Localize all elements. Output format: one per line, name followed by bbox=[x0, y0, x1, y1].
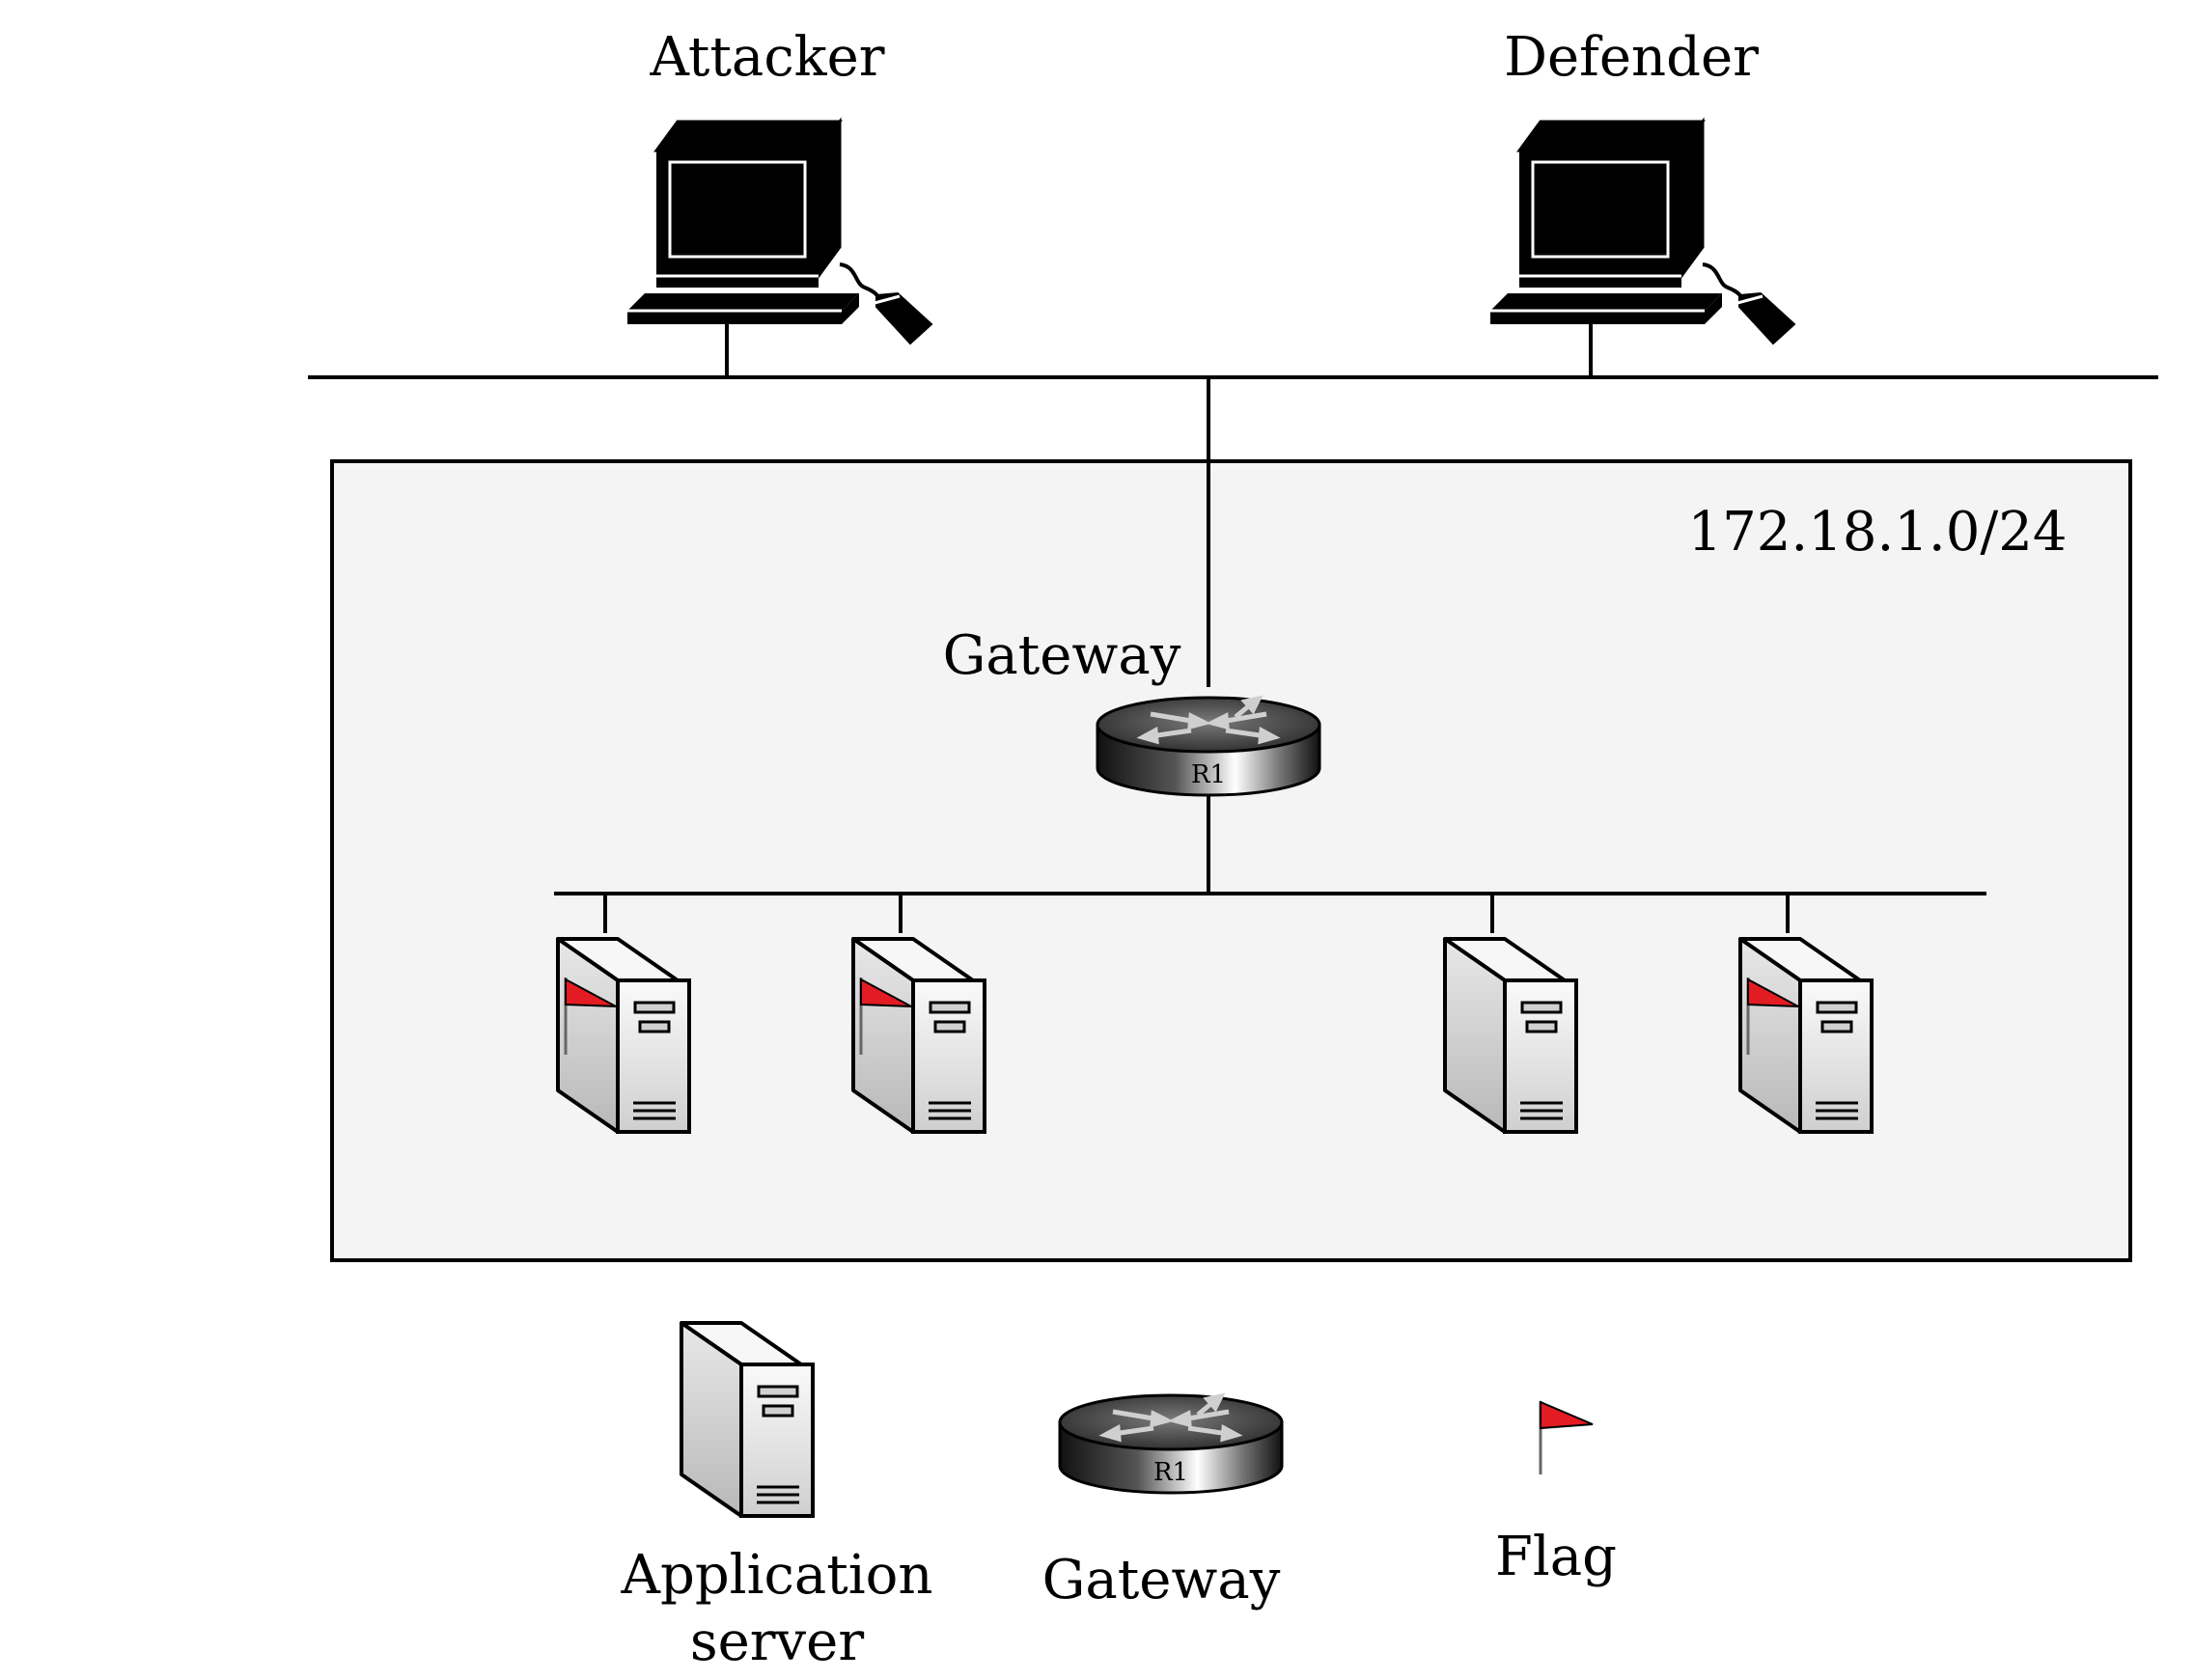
subnet-label: 172.18.1.0/24 bbox=[1688, 501, 2068, 564]
gateway-label: Gateway bbox=[943, 624, 1181, 687]
legend-gateway-label: Gateway bbox=[1042, 1549, 1281, 1611]
gateway-router: R1 bbox=[1097, 698, 1319, 795]
legend: Application server R1 Gateway Flag bbox=[621, 1321, 1617, 1673]
legend-server-label-line2: server bbox=[690, 1611, 864, 1673]
legend-server-label-line1: Application bbox=[621, 1544, 933, 1607]
legend-flag-icon bbox=[1539, 1400, 1594, 1474]
legend-server-icon bbox=[680, 1321, 815, 1518]
attacker-workstation bbox=[625, 120, 933, 345]
legend-router-icon: R1 bbox=[1060, 1395, 1282, 1493]
legend-router-id-label: R1 bbox=[1153, 1458, 1188, 1487]
defender-label: Defender bbox=[1504, 26, 1759, 89]
defender-workstation bbox=[1488, 120, 1796, 345]
legend-flag-label: Flag bbox=[1495, 1526, 1617, 1588]
subnet-box bbox=[330, 459, 2132, 1262]
router-id-label: R1 bbox=[1191, 760, 1226, 789]
attacker-label: Attacker bbox=[649, 26, 884, 89]
